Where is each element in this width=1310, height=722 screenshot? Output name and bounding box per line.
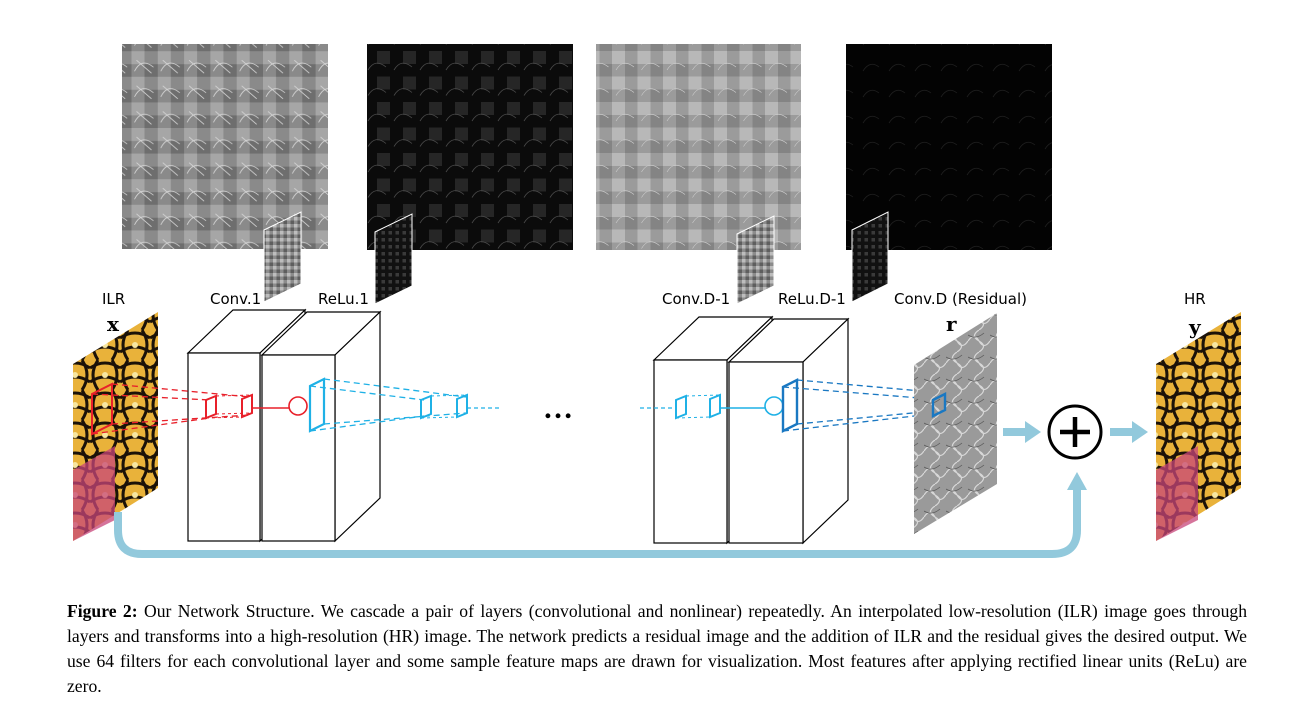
arrow-sum-to-hr (1110, 421, 1148, 443)
filter-preview-relu1 (374, 213, 413, 305)
label-convd1: Conv.D-1 (662, 290, 730, 308)
label-x: x (107, 312, 120, 336)
network-diagram: ILR x Conv.1 ReLu.1 Conv.D-1 ReLu.D-1 Co… (73, 44, 1241, 558)
feature-map-relu1 (367, 44, 573, 250)
label-hr: HR (1184, 290, 1206, 308)
skip-connection-arrow (114, 472, 1087, 558)
residual-image (914, 313, 997, 534)
label-r: r (946, 312, 957, 336)
figure-caption: Figure 2: Our Network Structure. We casc… (67, 599, 1247, 699)
caption-text: Our Network Structure. We cascade a pair… (67, 601, 1247, 696)
ellipsis: … (543, 392, 573, 425)
label-relu1: ReLu.1 (318, 290, 369, 308)
filter-preview-relud1 (851, 211, 889, 303)
feature-map-conv1 (122, 44, 328, 249)
label-convd-residual: Conv.D (Residual) (894, 290, 1027, 308)
caption-prefix: Figure 2: (67, 601, 138, 621)
relu1-receptive-field (308, 377, 500, 433)
conv1-receptive-field (91, 382, 308, 436)
label-y: y (1188, 315, 1202, 339)
label-relud1: ReLu.D-1 (778, 290, 846, 308)
layer-relu1 (260, 310, 382, 543)
arrow-residual-to-sum (1003, 421, 1041, 443)
label-conv1: Conv.1 (210, 290, 261, 308)
layer-relud1 (727, 317, 850, 545)
feature-map-convd1 (596, 44, 801, 250)
filter-preview-conv1 (263, 211, 302, 303)
label-ilr: ILR (102, 290, 125, 308)
sum-node (1047, 404, 1103, 460)
convd1-receptive-field (640, 393, 784, 420)
filter-preview-convd1 (736, 215, 775, 305)
